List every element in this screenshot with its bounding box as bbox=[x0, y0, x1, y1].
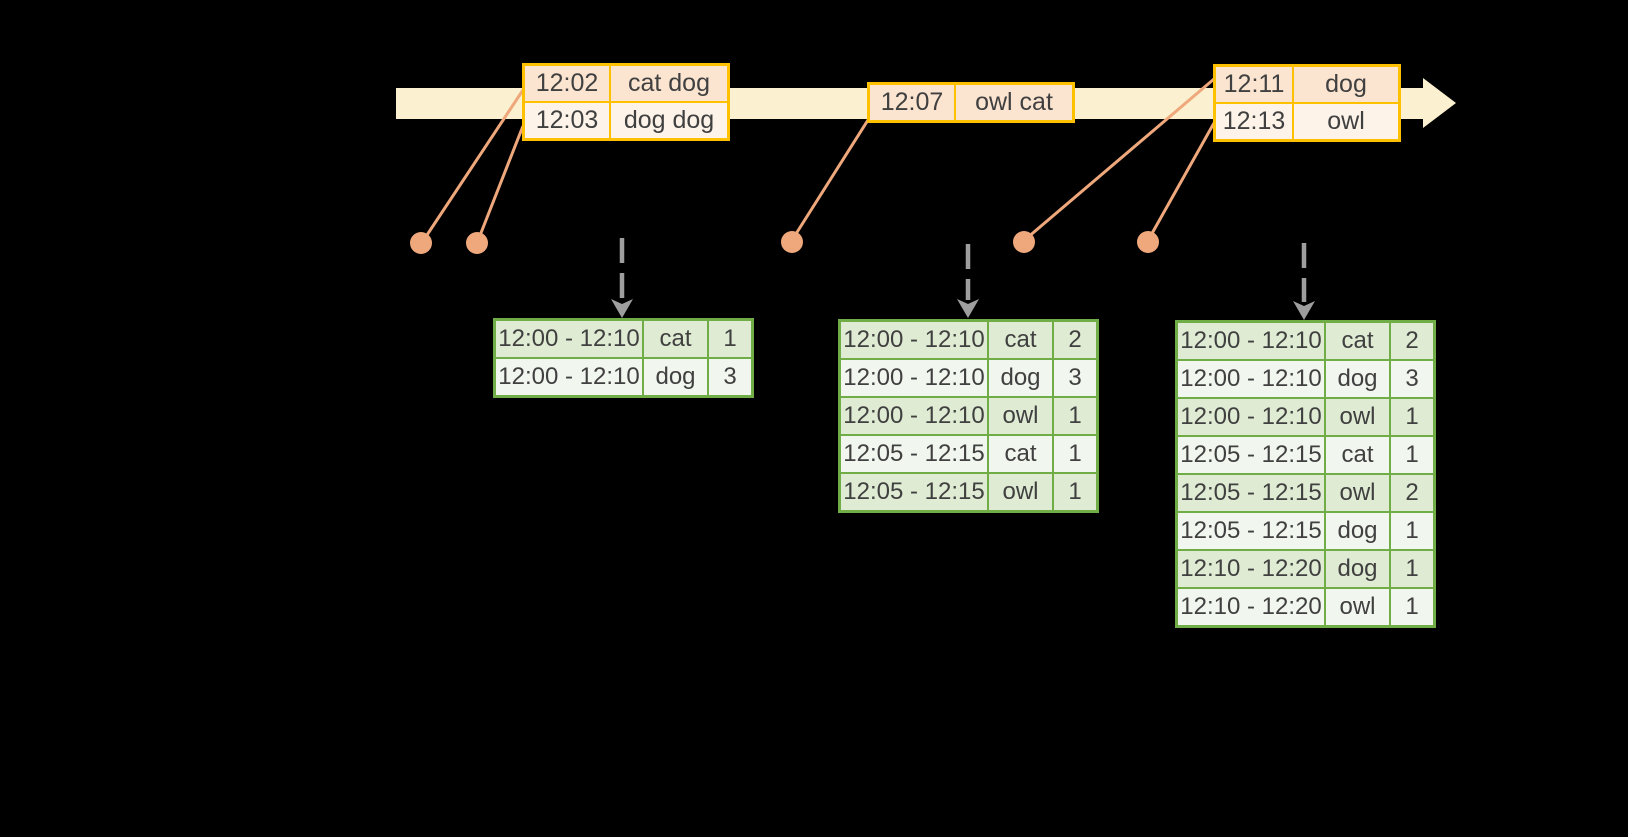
window-cell: 12:05 - 12:15 bbox=[838, 434, 989, 474]
event-connector-line bbox=[1026, 77, 1215, 240]
event-words-cell: owl cat bbox=[954, 82, 1075, 123]
event-time-cell: 12:13 bbox=[1213, 102, 1294, 142]
count-cell: 2 bbox=[1052, 319, 1099, 360]
word-cell: cat bbox=[1324, 320, 1391, 361]
count-cell: 1 bbox=[1389, 511, 1436, 551]
result-row: 12:05 - 12:15 dog 1 bbox=[1175, 511, 1436, 551]
word-cell: dog bbox=[1324, 359, 1391, 399]
word-cell: owl bbox=[1324, 397, 1391, 437]
window-cell: 12:05 - 12:15 bbox=[1175, 435, 1326, 475]
count-cell: 3 bbox=[707, 357, 754, 398]
event-connector-line bbox=[792, 119, 870, 238]
word-cell: cat bbox=[987, 434, 1054, 474]
result-table-2: 12:00 - 12:10 cat 2 12:00 - 12:10 dog 3 … bbox=[838, 319, 1099, 513]
event-words-cell: cat dog bbox=[609, 63, 730, 103]
result-row: 12:05 - 12:15 cat 1 bbox=[1175, 435, 1436, 475]
word-cell: dog bbox=[987, 358, 1054, 398]
window-cell: 12:00 - 12:10 bbox=[1175, 359, 1326, 399]
event-time-cell: 12:07 bbox=[867, 82, 956, 123]
result-row: 12:05 - 12:15 owl 2 bbox=[1175, 473, 1436, 513]
window-cell: 12:00 - 12:10 bbox=[1175, 320, 1326, 361]
count-cell: 1 bbox=[1052, 396, 1099, 436]
word-cell: dog bbox=[1324, 511, 1391, 551]
event-row: 12:07 owl cat bbox=[867, 82, 1075, 123]
word-cell: owl bbox=[987, 472, 1054, 513]
result-row: 12:05 - 12:15 owl 1 bbox=[838, 472, 1099, 513]
result-row: 12:00 - 12:10 cat 1 bbox=[493, 318, 754, 359]
event-dot bbox=[1137, 231, 1159, 253]
count-cell: 3 bbox=[1389, 359, 1436, 399]
trigger-arrowhead-icon bbox=[957, 299, 979, 318]
event-row: 12:13 owl bbox=[1213, 102, 1401, 142]
window-cell: 12:00 - 12:10 bbox=[493, 318, 644, 359]
word-cell: dog bbox=[642, 357, 709, 398]
event-dot bbox=[410, 232, 432, 254]
event-dot bbox=[466, 232, 488, 254]
count-cell: 3 bbox=[1052, 358, 1099, 398]
window-cell: 12:05 - 12:15 bbox=[1175, 473, 1326, 513]
count-cell: 1 bbox=[707, 318, 754, 359]
event-time-cell: 12:03 bbox=[522, 101, 611, 141]
window-cell: 12:00 - 12:10 bbox=[838, 358, 989, 398]
result-row: 12:00 - 12:10 cat 2 bbox=[838, 319, 1099, 360]
event-table-1: 12:02 cat dog 12:03 dog dog bbox=[522, 63, 730, 141]
result-row: 12:00 - 12:10 dog 3 bbox=[493, 357, 754, 398]
word-cell: cat bbox=[1324, 435, 1391, 475]
event-table-2: 12:07 owl cat bbox=[867, 82, 1075, 123]
result-table-1: 12:00 - 12:10 cat 1 12:00 - 12:10 dog 3 bbox=[493, 318, 754, 398]
result-row: 12:00 - 12:10 owl 1 bbox=[838, 396, 1099, 436]
window-cell: 12:00 - 12:10 bbox=[838, 319, 989, 360]
event-dot bbox=[1013, 231, 1035, 253]
window-cell: 12:10 - 12:20 bbox=[1175, 587, 1326, 628]
event-words-cell: owl bbox=[1292, 102, 1401, 142]
count-cell: 2 bbox=[1389, 320, 1436, 361]
event-time-cell: 12:02 bbox=[522, 63, 611, 103]
window-cell: 12:05 - 12:15 bbox=[1175, 511, 1326, 551]
count-cell: 2 bbox=[1389, 473, 1436, 513]
count-cell: 1 bbox=[1389, 435, 1436, 475]
window-cell: 12:00 - 12:10 bbox=[493, 357, 644, 398]
timeline-arrowhead-icon bbox=[1423, 78, 1456, 128]
result-row: 12:00 - 12:10 owl 1 bbox=[1175, 397, 1436, 437]
result-row: 12:00 - 12:10 dog 3 bbox=[1175, 359, 1436, 399]
event-dot bbox=[781, 231, 803, 253]
event-connector-line bbox=[477, 125, 525, 239]
event-table-3: 12:11 dog 12:13 owl bbox=[1213, 64, 1401, 142]
word-cell: cat bbox=[642, 318, 709, 359]
window-cell: 12:00 - 12:10 bbox=[1175, 397, 1326, 437]
trigger-arrowhead-icon bbox=[611, 299, 633, 318]
word-cell: dog bbox=[1324, 549, 1391, 589]
window-cell: 12:00 - 12:10 bbox=[838, 396, 989, 436]
window-cell: 12:10 - 12:20 bbox=[1175, 549, 1326, 589]
result-row: 12:10 - 12:20 owl 1 bbox=[1175, 587, 1436, 628]
event-words-cell: dog dog bbox=[609, 101, 730, 141]
result-table-3: 12:00 - 12:10 cat 2 12:00 - 12:10 dog 3 … bbox=[1175, 320, 1436, 628]
event-connector-line bbox=[423, 89, 525, 239]
count-cell: 1 bbox=[1052, 472, 1099, 513]
window-cell: 12:05 - 12:15 bbox=[838, 472, 989, 513]
result-row: 12:00 - 12:10 dog 3 bbox=[838, 358, 1099, 398]
count-cell: 1 bbox=[1052, 434, 1099, 474]
result-row: 12:10 - 12:20 dog 1 bbox=[1175, 549, 1436, 589]
event-connector-line bbox=[1148, 122, 1216, 238]
event-row: 12:02 cat dog bbox=[522, 63, 730, 103]
result-row: 12:00 - 12:10 cat 2 bbox=[1175, 320, 1436, 361]
count-cell: 1 bbox=[1389, 549, 1436, 589]
count-cell: 1 bbox=[1389, 587, 1436, 628]
event-row: 12:03 dog dog bbox=[522, 101, 730, 141]
word-cell: owl bbox=[987, 396, 1054, 436]
event-time-cell: 12:11 bbox=[1213, 64, 1294, 104]
event-row: 12:11 dog bbox=[1213, 64, 1401, 104]
word-cell: owl bbox=[1324, 473, 1391, 513]
count-cell: 1 bbox=[1389, 397, 1436, 437]
word-cell: owl bbox=[1324, 587, 1391, 628]
trigger-arrowhead-icon bbox=[1293, 301, 1315, 320]
word-cell: cat bbox=[987, 319, 1054, 360]
result-row: 12:05 - 12:15 cat 1 bbox=[838, 434, 1099, 474]
event-words-cell: dog bbox=[1292, 64, 1401, 104]
